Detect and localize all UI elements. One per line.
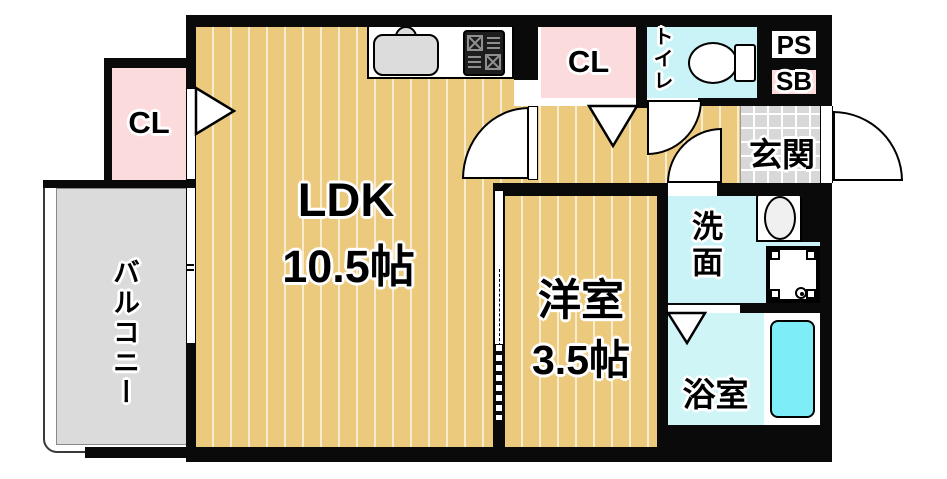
pan-corner — [770, 250, 780, 260]
wall-balcony-bottom — [85, 447, 186, 458]
washbasin-icon — [756, 190, 802, 242]
closet-left-door-triangle — [194, 85, 237, 137]
washbasin-bowl — [764, 196, 796, 240]
pan-corner — [806, 289, 816, 299]
western-room-floor — [505, 196, 657, 447]
pipe-space-box — [768, 27, 820, 62]
wall-washroom-bath-divider — [740, 303, 832, 313]
sliding-door-panel-2 — [496, 345, 502, 420]
bathtub-icon — [770, 320, 815, 418]
closet-hall-door-triangle — [586, 104, 640, 149]
balcony-floor — [56, 188, 190, 445]
shoe-box — [768, 66, 820, 98]
western-room-label: 洋室 — [538, 277, 624, 325]
bathroom-door-frame — [668, 305, 740, 313]
window-tick — [187, 269, 194, 271]
toilet-icon — [688, 42, 738, 84]
entrance-door-swing — [833, 111, 903, 181]
closet-left-floor — [112, 68, 186, 180]
bathroom-door-triangle — [666, 311, 708, 346]
wall-right-lower — [820, 183, 832, 462]
pipe-space-label: PS — [776, 30, 812, 60]
wall-entrance-bottom — [717, 183, 832, 196]
wall-ldk-left-lower — [186, 343, 196, 462]
balcony-window — [186, 188, 196, 343]
sliding-door-track — [499, 269, 500, 346]
wall-top — [186, 15, 832, 27]
washroom-wall-block — [802, 190, 820, 242]
window-tick — [187, 264, 194, 266]
balcony-label: バルコニー — [109, 258, 139, 408]
wall-toilet-right — [757, 15, 768, 106]
entrance-label: 玄関 — [749, 136, 815, 173]
wall-closet-left-side — [104, 58, 112, 188]
entrance-floor — [740, 106, 823, 183]
drain-icon — [795, 287, 807, 299]
sliding-door-panel — [494, 190, 504, 346]
toilet-tank-icon — [734, 44, 756, 82]
washing-machine-pan-icon — [766, 246, 820, 303]
washroom-label: 洗面 — [687, 210, 722, 282]
ldk-floor — [196, 27, 514, 450]
closet-hall-floor — [541, 27, 636, 98]
wall-right-upper — [820, 15, 832, 106]
toilet-label: トイレ — [650, 26, 672, 92]
drain-dot — [800, 292, 804, 296]
ldk-label: LDK — [297, 173, 395, 226]
wall-toilet-bottom — [698, 98, 757, 106]
wall-kitchen-block — [514, 15, 538, 80]
closet-left-label: CL — [128, 105, 170, 140]
ldk-door-leaf — [528, 106, 538, 180]
wall-hall-bottom — [505, 183, 668, 196]
pan-corner — [806, 250, 816, 260]
kitchen-sink-icon — [373, 34, 439, 76]
wall-closet-left-top — [104, 58, 188, 68]
pan-corner — [770, 289, 780, 299]
washroom-door-frame — [668, 183, 717, 196]
wall-ps-sb-divider — [764, 62, 820, 66]
wall-balcony-top — [43, 180, 196, 188]
wall-bath-bottom — [657, 425, 832, 462]
shoe-box-label: SB — [775, 66, 813, 96]
closet-hall-door-frame — [541, 98, 636, 106]
wall-entrance-top — [757, 98, 832, 106]
wall-closet-hall-right — [636, 15, 647, 108]
bathroom-label: 浴室 — [682, 376, 749, 413]
ldk-size-label: 10.5帖 — [282, 241, 415, 292]
entrance-door-frame — [820, 106, 833, 183]
wall-western-right — [657, 183, 668, 462]
closet-hall-label: CL — [567, 44, 610, 79]
wall-ldk-left-mid — [186, 180, 196, 188]
wall-ldk-left-upper — [186, 15, 196, 88]
western-room-size-label: 3.5帖 — [532, 337, 630, 383]
gas-stove-icon — [463, 30, 505, 76]
